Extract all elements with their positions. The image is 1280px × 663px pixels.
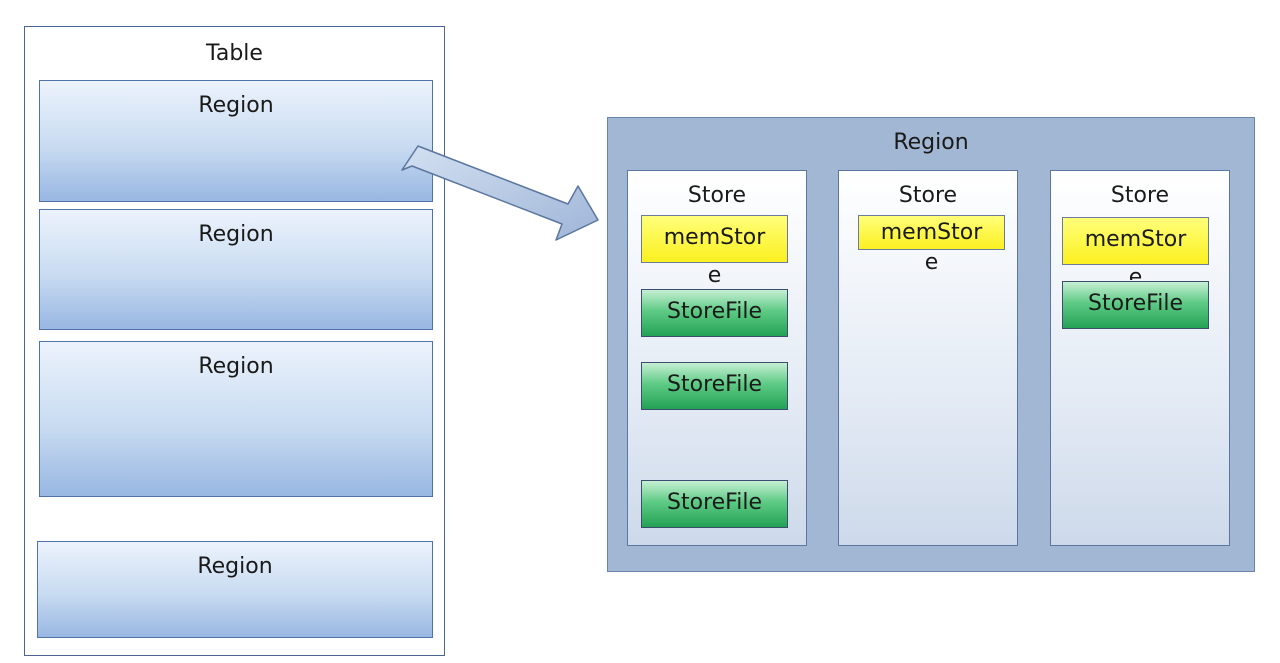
region-detail-title: Region: [893, 130, 969, 155]
memstore-box: memStor: [858, 215, 1005, 250]
memstore-label-wrap: e: [707, 263, 722, 288]
region-label: Region: [197, 554, 273, 579]
region-label: Region: [198, 354, 274, 379]
table-region-3: Region: [39, 341, 433, 497]
region-label: Region: [198, 93, 274, 118]
table-title: Table: [206, 41, 263, 66]
memstore-box: memStor: [641, 215, 788, 263]
region-label: Region: [198, 222, 274, 247]
memstore-label: memStor: [663, 225, 766, 250]
table-region-2: Region: [39, 209, 433, 330]
memstore-label: memStor: [1084, 227, 1187, 252]
store-3: Store memStor e StoreFile: [1050, 170, 1230, 546]
memstore-box: memStor: [1062, 217, 1209, 265]
store-label: Store: [898, 183, 958, 208]
store-label: Store: [687, 183, 747, 208]
storefile-box: StoreFile: [1062, 281, 1209, 329]
memstore-label: memStor: [880, 220, 983, 245]
memstore-label-wrap: e: [924, 250, 939, 275]
storefile-box: StoreFile: [641, 362, 788, 410]
arrow-icon: [401, 145, 599, 241]
store-2: Store memStor e: [838, 170, 1018, 546]
region-detail: Region Store memStor e StoreFile StoreFi…: [607, 117, 1255, 572]
store-1: Store memStor e StoreFile StoreFile Stor…: [627, 170, 807, 546]
arrow-shape: [401, 145, 599, 241]
table-container: Table Region Region Region ...... Region: [24, 26, 445, 656]
store-label: Store: [1110, 183, 1170, 208]
memstore-label-wrap: e: [1062, 268, 1209, 280]
table-region-1: Region: [39, 80, 433, 202]
storefile-box: StoreFile: [641, 289, 788, 337]
table-region-4: Region: [37, 541, 433, 638]
storefile-box: StoreFile: [641, 480, 788, 528]
